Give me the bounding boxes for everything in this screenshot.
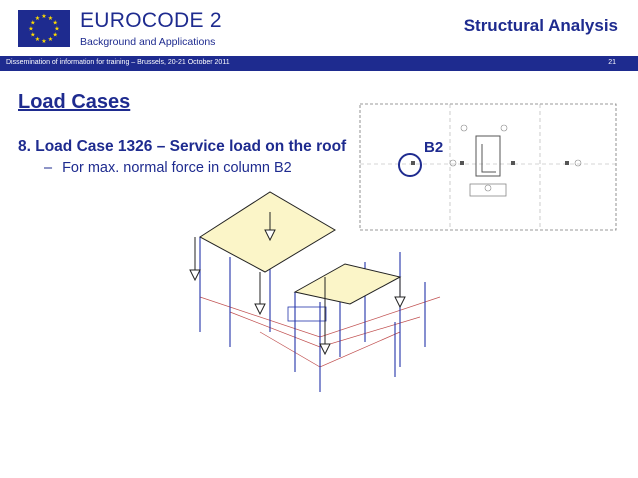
header-subtitle: Background and Applications — [80, 36, 216, 48]
eu-flag-icon: ★ ★ ★ ★ ★ ★ ★ ★ ★ ★ ★ ★ — [18, 10, 70, 47]
svg-text:★: ★ — [30, 32, 35, 39]
sub-bullet-text: For max. normal force in column B2 — [62, 160, 292, 176]
dash-marker: – — [44, 160, 53, 176]
page-number: 21 — [608, 59, 616, 66]
bullet-load-case: 8. Load Case 1326 – Service load on the … — [18, 138, 347, 155]
roof-slab-small — [293, 263, 402, 305]
load-arrow-head — [319, 343, 331, 356]
plan-node-marker — [484, 184, 492, 192]
svg-text:★: ★ — [41, 13, 46, 20]
svg-text:★: ★ — [53, 32, 58, 39]
svg-text:★: ★ — [35, 36, 40, 43]
frame-line — [259, 331, 401, 368]
plan-column — [565, 161, 569, 165]
column-highlight-circle — [398, 153, 422, 177]
plan-node-marker — [460, 124, 468, 132]
plan-column — [460, 161, 464, 165]
svg-text:★: ★ — [53, 19, 58, 26]
svg-text:★: ★ — [54, 26, 59, 33]
plan-node-marker — [449, 159, 457, 167]
floor-plan-diagram — [359, 103, 617, 231]
svg-text:★: ★ — [48, 15, 53, 22]
load-arrow-head — [394, 296, 406, 309]
plan-outline — [359, 103, 617, 231]
svg-text:★: ★ — [41, 38, 46, 45]
section-title: Structural Analysis — [463, 16, 618, 35]
svg-text:★: ★ — [35, 15, 40, 22]
header-title: EUROCODE 2 — [80, 9, 222, 32]
plan-column — [511, 161, 515, 165]
load-arrow-head — [189, 269, 201, 282]
slide-header: ★ ★ ★ ★ ★ ★ ★ ★ ★ ★ ★ ★ EUROCODE 2 Backg… — [0, 0, 638, 56]
plan-core-wall — [481, 144, 496, 173]
column-label: B2 — [424, 139, 444, 156]
event-text: Dissemination of information for trainin… — [6, 59, 230, 66]
svg-text:★: ★ — [30, 19, 35, 26]
plan-core-wall — [475, 135, 501, 177]
load-arrow-head — [254, 303, 266, 316]
core-detail — [287, 306, 327, 322]
svg-text:★: ★ — [48, 36, 53, 43]
info-band: Dissemination of information for trainin… — [0, 56, 638, 71]
plan-node-marker — [500, 124, 508, 132]
svg-text:★: ★ — [28, 26, 33, 33]
plan-opening — [469, 183, 507, 197]
isometric-structure-diagram — [189, 191, 441, 392]
load-arrow-head — [264, 229, 276, 242]
slide-title: Load Cases — [18, 91, 131, 113]
plan-node-marker — [574, 159, 582, 167]
sub-bullet-normal-force: –For max. normal force in column B2 — [44, 160, 292, 176]
